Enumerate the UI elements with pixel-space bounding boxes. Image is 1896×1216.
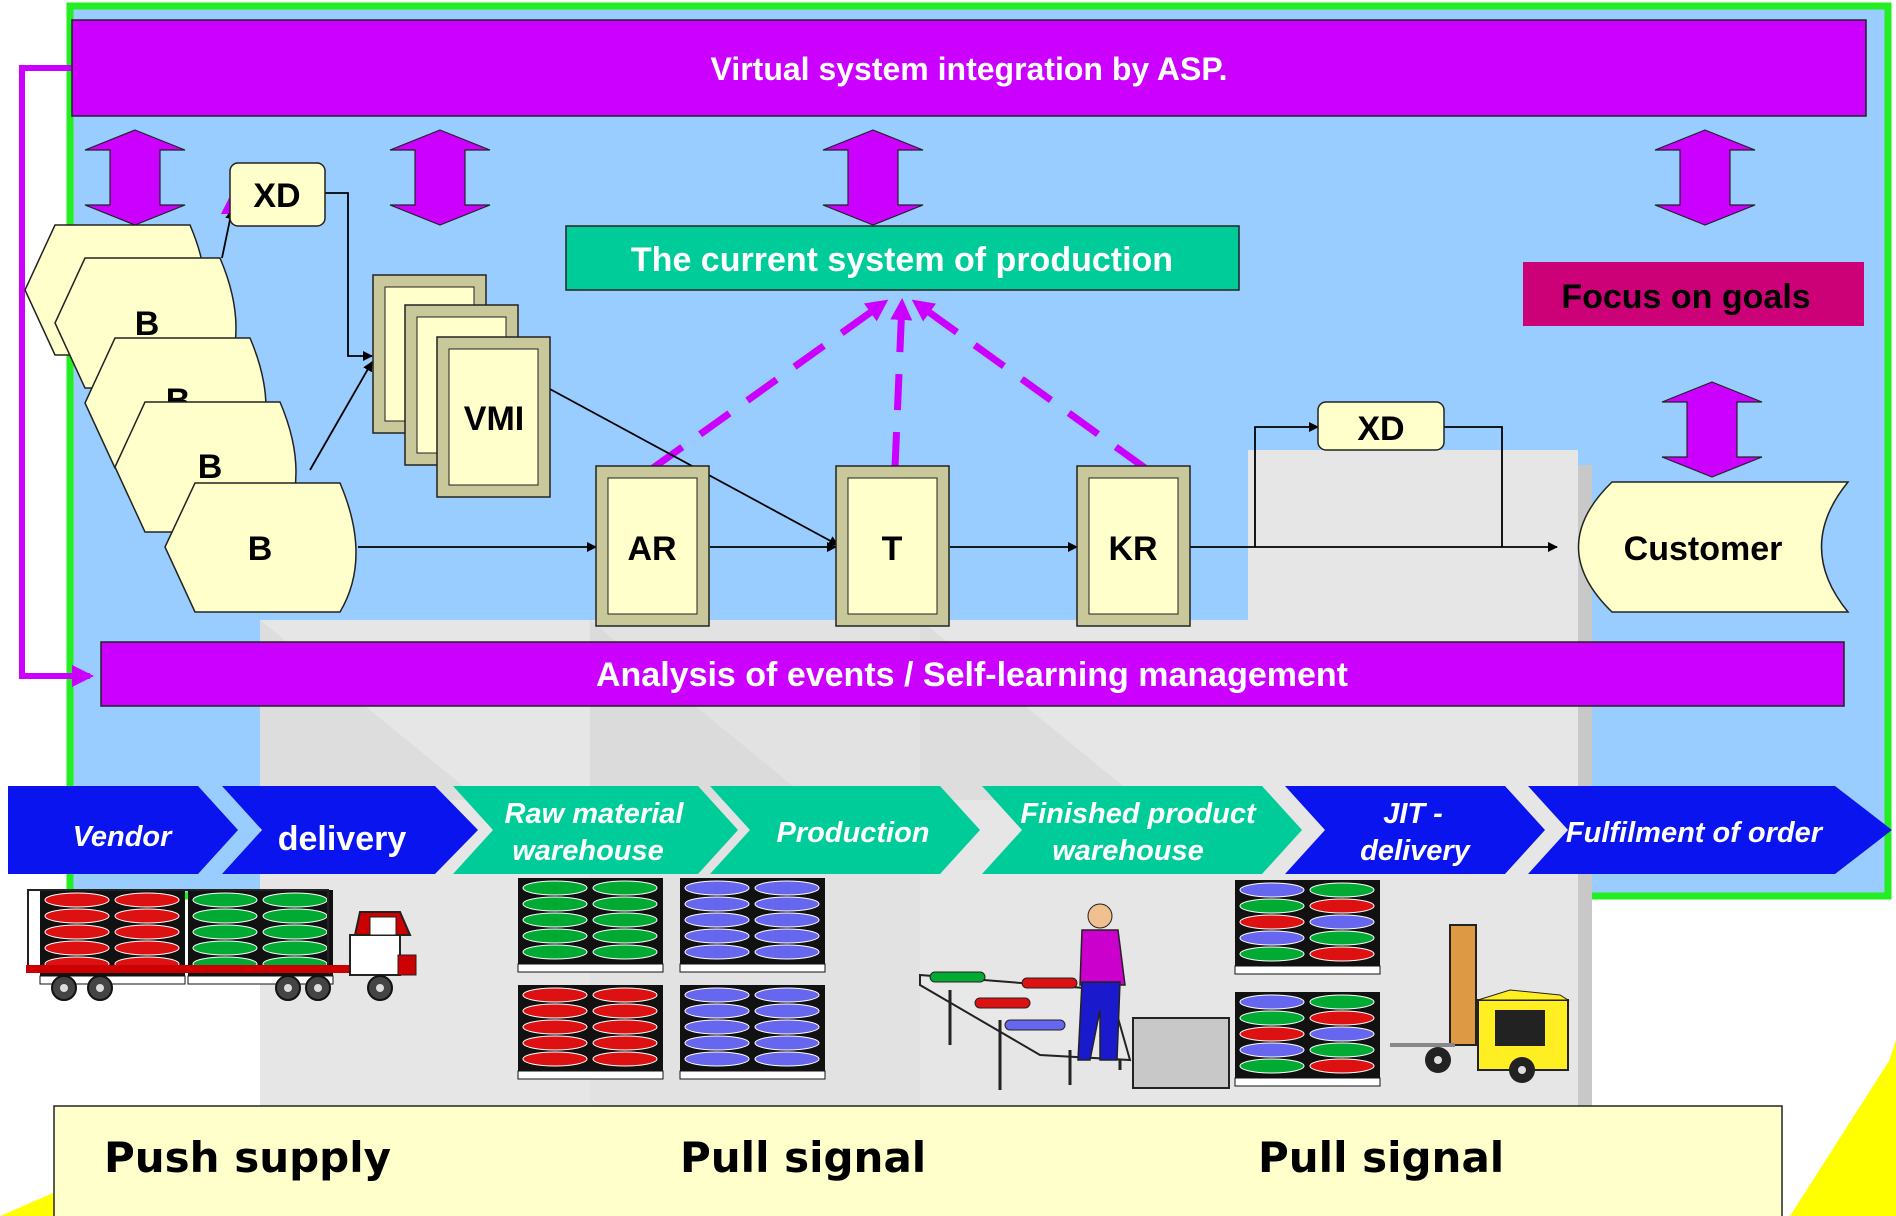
worker-icon	[1077, 903, 1126, 1061]
step-jit-delivery: JIT - delivery	[1285, 786, 1545, 874]
top-integration-bar: Virtual system integration by ASP.	[71, 19, 1867, 117]
truck-icon	[26, 889, 417, 1001]
bottom-label-box: Push supply Pull signal Pull signal	[53, 1105, 1783, 1216]
customer-node: Customer	[1577, 481, 1850, 613]
kr-node: KR	[1076, 465, 1191, 627]
svg-text:JIT -: JIT -	[1383, 798, 1443, 830]
svg-text:Customer: Customer	[1624, 530, 1783, 568]
svg-text:KR: KR	[1108, 530, 1157, 568]
vmi-stack: V V VMI	[372, 274, 551, 498]
step-raw-material-warehouse: Raw material warehouse	[453, 786, 738, 874]
ar-node: AR	[595, 465, 710, 627]
double-arrow-icon	[1661, 381, 1763, 478]
double-arrow-icon	[822, 129, 924, 226]
svg-text:AR: AR	[627, 530, 676, 568]
feedback-loop	[19, 65, 94, 687]
svg-text:Finished product: Finished product	[1020, 798, 1257, 830]
svg-text:Fulfilment of order: Fulfilment of order	[1566, 817, 1824, 849]
svg-text:warehouse: warehouse	[1052, 835, 1204, 867]
vmi-box-front: VMI	[436, 336, 551, 498]
pallet-icon	[1234, 880, 1381, 975]
svg-text:Vendor: Vendor	[73, 821, 174, 853]
top-bar-label: Virtual system integration by ASP.	[711, 51, 1228, 87]
svg-text:delivery: delivery	[1360, 835, 1471, 867]
analysis-bar-label: Analysis of events / Self-learning manag…	[596, 656, 1348, 694]
vendor-b-stack: B B B B	[24, 224, 357, 613]
svg-text:XD: XD	[1357, 410, 1404, 448]
svg-text:T: T	[882, 530, 903, 568]
svg-text:warehouse: warehouse	[512, 835, 664, 867]
step-delivery: delivery	[222, 786, 478, 874]
double-arrow-icon	[389, 129, 491, 226]
integration-double-arrows	[84, 129, 1763, 478]
double-arrow-icon	[1654, 129, 1756, 226]
process-steps: Vendor delivery Raw material warehouse P…	[8, 786, 1892, 874]
svg-text:Production: Production	[776, 817, 929, 849]
svg-text:delivery: delivery	[278, 820, 407, 858]
svg-text:XD: XD	[253, 177, 300, 215]
dashed-feedback-arrows	[650, 298, 1148, 471]
svg-text:B: B	[198, 448, 223, 486]
pull-signal-label-2: Pull signal	[1258, 1133, 1504, 1182]
focus-goals-box: Focus on goals	[1523, 262, 1864, 326]
svg-text:VMI: VMI	[464, 400, 524, 438]
step-production: Production	[710, 786, 980, 874]
xd-node-left: XD	[229, 162, 326, 227]
pallet-icon	[517, 878, 664, 973]
analysis-bar: Analysis of events / Self-learning manag…	[100, 641, 1845, 707]
pallet-icon	[517, 985, 664, 1080]
focus-goals-label: Focus on goals	[1561, 278, 1810, 316]
pallet-icon	[39, 890, 186, 985]
xd-node-right: XD	[1317, 401, 1445, 451]
pull-signal-label-1: Pull signal	[680, 1133, 926, 1182]
pallet-icon	[187, 890, 334, 985]
svg-text:B: B	[135, 305, 160, 343]
pallet-group	[39, 878, 1381, 1087]
current-system-label: The current system of production	[631, 241, 1173, 279]
push-supply-label: Push supply	[104, 1133, 391, 1182]
svg-text:Raw material: Raw material	[505, 798, 685, 830]
t-node: T	[835, 465, 950, 627]
pallet-icon	[679, 878, 826, 973]
step-vendor: Vendor	[8, 786, 238, 874]
svg-text:B: B	[248, 530, 273, 568]
pallet-icon	[1234, 992, 1381, 1087]
step-fulfilment-of-order: Fulfilment of order	[1528, 786, 1892, 874]
step-finished-product-warehouse: Finished product warehouse	[982, 786, 1302, 874]
current-system-box: The current system of production	[565, 225, 1240, 291]
forklift-icon	[1390, 924, 1570, 1083]
pallet-icon	[679, 985, 826, 1080]
